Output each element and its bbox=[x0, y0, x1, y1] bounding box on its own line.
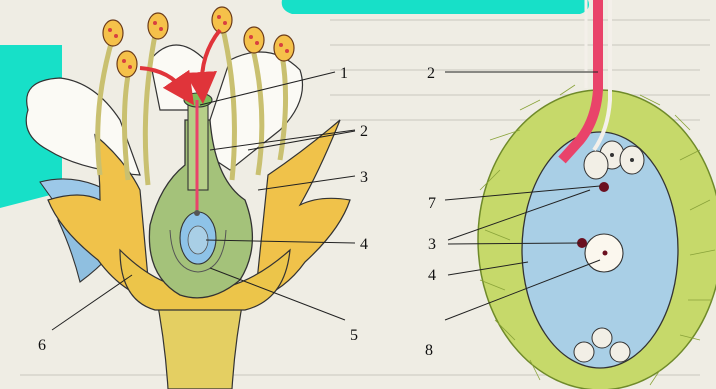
flower-label-1: 1 bbox=[340, 65, 348, 82]
ovule-label-2: 2 bbox=[427, 65, 435, 82]
flower-illustration bbox=[26, 7, 350, 389]
ovule-label-3: 3 bbox=[428, 236, 436, 253]
flower-label-5: 5 bbox=[350, 327, 358, 344]
flower-label-2: 2 bbox=[360, 123, 368, 140]
ovule-label-4: 4 bbox=[428, 267, 436, 284]
ovule-illustration bbox=[478, 0, 716, 389]
egg-cell-top bbox=[584, 151, 608, 179]
central-nucleus bbox=[603, 251, 608, 256]
pollination-arrow-top bbox=[202, 30, 220, 88]
sperm-7 bbox=[599, 182, 609, 192]
ovule-label-8: 8 bbox=[425, 342, 433, 359]
teal-top-tab bbox=[282, 0, 589, 14]
flower-label-4: 4 bbox=[360, 236, 368, 253]
flower-label-6: 6 bbox=[38, 337, 46, 354]
ovule-inner bbox=[188, 226, 208, 254]
ovule-label-7: 7 bbox=[428, 195, 436, 212]
flower-label-3: 3 bbox=[360, 169, 368, 186]
